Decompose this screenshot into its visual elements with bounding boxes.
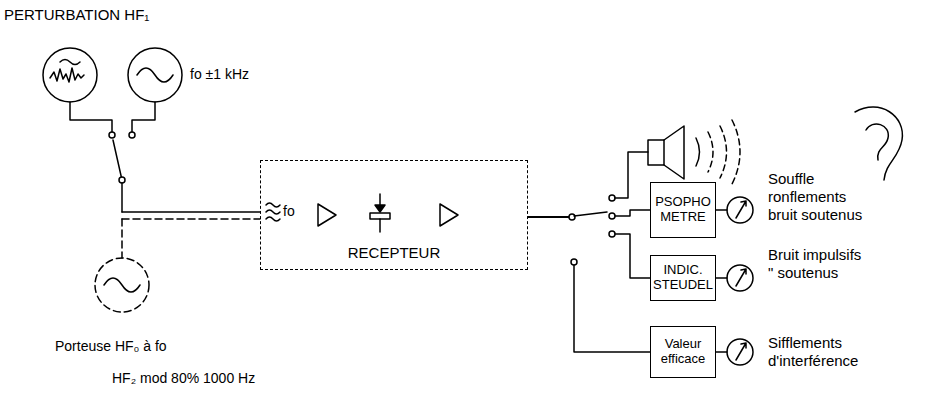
amplifier-symbol [440, 204, 458, 226]
meter [727, 339, 753, 365]
sound-wave [720, 126, 727, 178]
wire [615, 152, 648, 198]
switch-contact [571, 259, 577, 265]
switch-arm [113, 140, 122, 180]
wire [121, 219, 123, 258]
switch-contact [609, 213, 615, 219]
switch-pivot [569, 214, 575, 220]
meter-needle [736, 201, 746, 218]
title-label: PERTURBATION HF₁ [4, 6, 149, 24]
filter-symbol [266, 203, 280, 207]
switch-contact [609, 231, 615, 237]
ear [855, 107, 902, 180]
carrier-label: Porteuse HF₀ à fo [55, 338, 167, 355]
box-text: Valeur efficace [655, 337, 711, 367]
sine-symbol [104, 278, 140, 292]
rms-box: Valeur efficace [650, 326, 716, 378]
wire [70, 102, 112, 132]
meter-needle [736, 343, 746, 360]
loudspeaker [648, 140, 664, 165]
sound-wave [732, 120, 740, 184]
ear [866, 124, 888, 160]
sine-symbol [137, 68, 173, 82]
noise-type-label: Souffle ronflements bruit soutenus [768, 170, 868, 224]
connector-wire [528, 217, 650, 278]
detector-symbol [379, 219, 381, 232]
switch-pivot [119, 177, 125, 183]
carrier-generator [95, 258, 149, 312]
filter-symbol [266, 217, 280, 221]
cable [122, 218, 260, 220]
wire [716, 209, 727, 211]
loudspeaker [664, 126, 684, 179]
switch-arm [574, 212, 607, 216]
box-text: PSOPHO METRE [655, 195, 711, 225]
switch-contact [129, 132, 135, 138]
meter [727, 265, 753, 291]
switch-contact [609, 195, 615, 201]
connector-wire [528, 210, 650, 217]
sound-wave [696, 138, 700, 166]
noise-symbol [60, 60, 80, 65]
box-text: RECEPTEUR [348, 244, 441, 261]
sound-wave [708, 132, 713, 172]
cable [122, 211, 260, 213]
filter-symbol [266, 210, 280, 214]
detector-symbol [370, 213, 390, 219]
sine-generator [128, 48, 182, 102]
meter [727, 197, 753, 223]
amplifier-symbol [318, 204, 336, 226]
noise-symbol [50, 68, 84, 82]
wire [132, 102, 155, 132]
meter-needle [736, 269, 746, 286]
frequency-label: fo ±1 kHz [190, 66, 249, 83]
connector-wire [528, 217, 650, 352]
noise-generator [43, 48, 97, 102]
switch-contact [109, 132, 115, 138]
steudel-box: INDIC. STEUDEL [650, 255, 716, 301]
wire [716, 277, 727, 279]
noise-type-label: Bruit impulsifs " soutenus [768, 246, 866, 282]
detector-symbol [375, 205, 385, 212]
noise-type-label: Sifflements d'interférence [768, 334, 878, 370]
modulation-label: HF₂ mod 80% 1000 Hz [112, 370, 255, 387]
receiver-box: RECEPTEUR [260, 160, 528, 270]
filter-label: fo [283, 203, 295, 220]
box-text: INDIC. STEUDEL [653, 263, 713, 293]
psophometer-box: PSOPHO METRE [650, 182, 716, 238]
wire [121, 183, 123, 212]
wire [716, 351, 727, 353]
